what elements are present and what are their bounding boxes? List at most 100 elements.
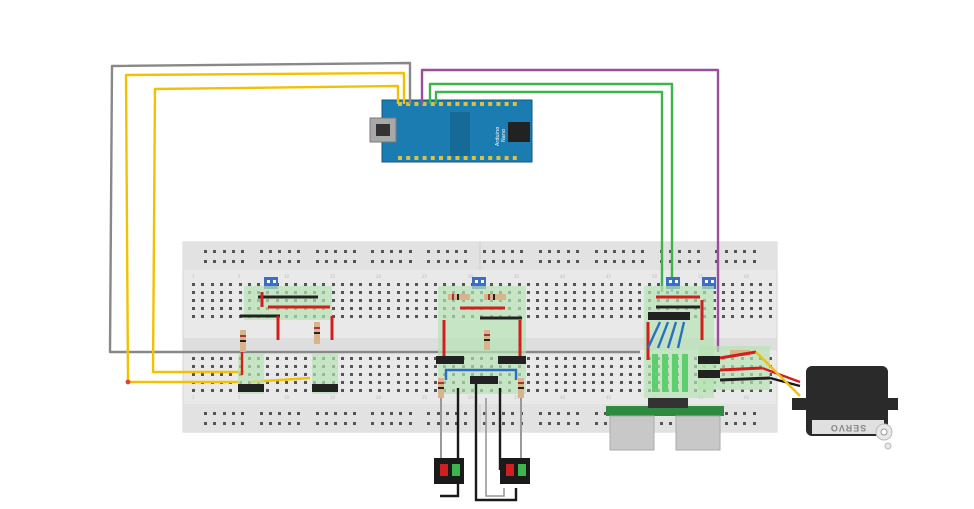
- breadboard-hole: [629, 299, 632, 302]
- breadboard-hole: [211, 299, 214, 302]
- breadboard-hole: [288, 412, 291, 415]
- breadboard-hole: [192, 373, 195, 376]
- breadboard-hole: [397, 299, 400, 302]
- breadboard-hole: [669, 422, 672, 425]
- breadboard-hole: [573, 357, 576, 360]
- breadboard-hole: [425, 315, 428, 318]
- breadboard-hole: [769, 381, 772, 384]
- breadboard-hole: [297, 422, 300, 425]
- breadboard-hole: [583, 315, 586, 318]
- breadboard-hole: [239, 291, 242, 294]
- breadboard-hole: [564, 389, 567, 392]
- breadboard-hole: [620, 373, 623, 376]
- breadboard-hole: [545, 389, 548, 392]
- breadboard-hole: [601, 299, 604, 302]
- arduino-pin: [480, 156, 484, 160]
- breadboard-hole: [434, 373, 437, 376]
- breadboard-hole: [387, 357, 390, 360]
- breadboard-hole: [601, 291, 604, 294]
- breadboard-hole: [213, 422, 216, 425]
- breadboard-hole: [344, 260, 347, 263]
- breadboard-column-number: 25: [422, 395, 428, 400]
- breadboard-hole: [502, 422, 505, 425]
- breadboard-hole: [350, 291, 353, 294]
- breadboard-hole: [769, 315, 772, 318]
- breadboard-hole: [536, 299, 539, 302]
- breadboard-hole: [406, 381, 409, 384]
- breadboard-hole: [527, 283, 530, 286]
- breadboard-hole: [397, 307, 400, 310]
- arduino-pin: [488, 102, 493, 106]
- breadboard-hole: [638, 291, 641, 294]
- breadboard-hole: [332, 291, 335, 294]
- breadboard-hole: [573, 299, 576, 302]
- breadboard-hole: [341, 365, 344, 368]
- breadboard-hole: [592, 291, 595, 294]
- breadboard-hole: [545, 381, 548, 384]
- breadboard-hole: [371, 260, 374, 263]
- breadboard-hole: [425, 389, 428, 392]
- breadboard-hole: [769, 373, 772, 376]
- breadboard-hole: [341, 357, 344, 360]
- breadboard-hole: [371, 422, 374, 425]
- header-right-5: [698, 370, 720, 378]
- breadboard-hole: [678, 260, 681, 263]
- breadboard-hole: [239, 283, 242, 286]
- breadboard-column-number: 50: [652, 274, 658, 279]
- breadboard-hole: [241, 250, 244, 253]
- breadboard-hole: [322, 283, 325, 286]
- breadboard-hole: [753, 260, 756, 263]
- breadboard-hole: [583, 291, 586, 294]
- breadboard-hole: [387, 283, 390, 286]
- breadboard-hole: [353, 260, 356, 263]
- breadboard-hole: [567, 422, 570, 425]
- breadboard-hole: [759, 307, 762, 310]
- breadboard-hole: [359, 307, 362, 310]
- breadboard-hole: [409, 250, 412, 253]
- breadboard-hole: [425, 307, 428, 310]
- breadboard-hole: [743, 412, 746, 415]
- breadboard-hole: [425, 373, 428, 376]
- breadboard-column-number: 45: [606, 395, 612, 400]
- breadboard-hole: [378, 291, 381, 294]
- breadboard-hole: [304, 381, 307, 384]
- breadboard-hole: [638, 299, 641, 302]
- breadboard-hole: [406, 389, 409, 392]
- breadboard-hole: [545, 373, 548, 376]
- breadboard-hole: [278, 250, 281, 253]
- breadboard-hole: [604, 260, 607, 263]
- breadboard-hole: [304, 365, 307, 368]
- breadboard-hole: [285, 381, 288, 384]
- breadboard-hole: [201, 283, 204, 286]
- breadboard-hole: [260, 412, 263, 415]
- breadboard-hole: [511, 260, 514, 263]
- breadboard-hole: [629, 307, 632, 310]
- breadboard-hole: [397, 283, 400, 286]
- breadboard-hole: [750, 283, 753, 286]
- breadboard-hole: [620, 283, 623, 286]
- breadboard-hole: [713, 307, 716, 310]
- breadboard-hole: [483, 422, 486, 425]
- breadboard-hole: [545, 283, 548, 286]
- breadboard-hole: [576, 260, 579, 263]
- breadboard-hole: [220, 291, 223, 294]
- breadboard-hole: [502, 260, 505, 263]
- breadboard-hole: [241, 260, 244, 263]
- breadboard-hole: [548, 250, 551, 253]
- breadboard-hole: [741, 299, 744, 302]
- arduino-pin: [471, 156, 476, 160]
- breadboard-hole: [620, 381, 623, 384]
- breadboard-hole: [610, 291, 613, 294]
- arduino-pin: [504, 156, 509, 160]
- breadboard-hole: [369, 299, 372, 302]
- breadboard-hole: [555, 365, 558, 368]
- breadboard-hole: [722, 291, 725, 294]
- breadboard-hole: [269, 260, 272, 263]
- breadboard-hole: [285, 357, 288, 360]
- breadboard-hole: [406, 315, 409, 318]
- breadboard-hole: [638, 389, 641, 392]
- limit-switch-right: [500, 458, 530, 484]
- breadboard-hole: [406, 307, 409, 310]
- breadboard-hole: [437, 260, 440, 263]
- wire-yellow-outer: [124, 71, 406, 384]
